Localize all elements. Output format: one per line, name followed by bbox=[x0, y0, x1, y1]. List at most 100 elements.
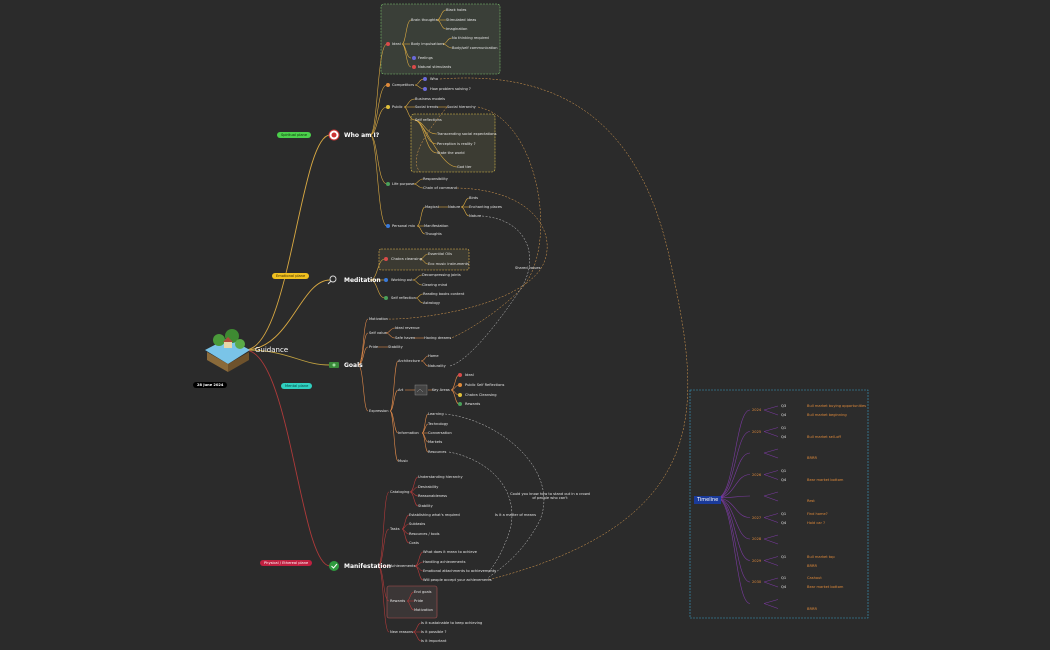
node[interactable]: Rewards bbox=[465, 402, 481, 406]
node[interactable]: Competitors bbox=[392, 83, 415, 87]
node[interactable]: Ideal bbox=[392, 42, 401, 46]
node[interactable]: Natural stimulants bbox=[418, 65, 452, 69]
timeline-event[interactable]: BRRR bbox=[807, 456, 817, 460]
timeline-quarter[interactable]: Q1 bbox=[781, 511, 787, 516]
node[interactable]: Stimulated ideas bbox=[446, 18, 477, 22]
node[interactable]: Art bbox=[398, 388, 404, 392]
node[interactable]: Learning bbox=[428, 412, 444, 416]
node[interactable]: Emotional attachments to achievements bbox=[423, 569, 497, 573]
timeline-quarter[interactable]: Q1 bbox=[781, 554, 787, 559]
node[interactable]: Ideal revenue bbox=[395, 326, 420, 330]
node[interactable]: What does it mean to achieve bbox=[423, 550, 477, 554]
node[interactable]: Resources / tools bbox=[409, 532, 440, 536]
node[interactable]: Who bbox=[430, 77, 439, 81]
timeline-event[interactable]: Bull market beginning bbox=[807, 413, 847, 417]
timeline-event[interactable]: Bear market bottom bbox=[807, 585, 844, 589]
node[interactable]: Ideal bbox=[465, 373, 474, 377]
node[interactable]: Magical bbox=[425, 205, 439, 209]
node[interactable]: Is it important bbox=[421, 639, 447, 643]
timeline-title[interactable]: Timeline bbox=[694, 496, 722, 504]
timeline-quarter[interactable]: Q4 bbox=[781, 413, 787, 417]
timeline-year[interactable]: 2025 bbox=[752, 429, 762, 434]
node[interactable]: Technology bbox=[428, 422, 449, 426]
timeline-quarter[interactable]: Q1 bbox=[781, 576, 787, 580]
node[interactable]: Self reflection bbox=[391, 296, 416, 300]
node[interactable]: Home bbox=[428, 354, 439, 358]
timeline-event[interactable]: Find home? bbox=[807, 511, 828, 516]
node[interactable]: Will people accept your achievements bbox=[423, 578, 492, 582]
node[interactable]: Chain of command bbox=[423, 186, 457, 190]
node[interactable]: New reasons bbox=[390, 630, 414, 634]
timeline-year[interactable]: 2027 bbox=[752, 515, 762, 520]
timeline-quarter[interactable]: Q4 bbox=[781, 434, 787, 439]
timeline-event[interactable]: Hold car ? bbox=[807, 520, 826, 525]
node[interactable]: Decompressing joints bbox=[422, 273, 461, 277]
node[interactable]: Nature bbox=[469, 214, 482, 218]
node[interactable]: Nature bbox=[448, 205, 461, 209]
timeline-event[interactable]: Bear market bottom bbox=[807, 477, 844, 482]
node[interactable]: Public Self Reflections bbox=[465, 383, 505, 387]
timeline-quarter[interactable]: Q4 bbox=[781, 520, 787, 525]
timeline-quarter[interactable]: Q1 bbox=[781, 468, 787, 473]
node[interactable]: Conversation bbox=[428, 431, 452, 435]
branch-who-am-i[interactable]: Who am I? bbox=[344, 132, 380, 139]
timeline-year[interactable]: 2026 bbox=[752, 472, 762, 477]
node[interactable]: Stability bbox=[418, 504, 433, 508]
node[interactable]: Motivation bbox=[369, 317, 388, 321]
node[interactable]: Thoughts bbox=[425, 232, 442, 236]
node[interactable]: Key Areas bbox=[432, 388, 450, 392]
node[interactable]: Body impulsations bbox=[411, 42, 445, 46]
node[interactable]: Eco music instruments bbox=[428, 262, 469, 266]
node[interactable]: Motivation bbox=[414, 608, 433, 612]
node[interactable]: Stability bbox=[388, 345, 403, 349]
node[interactable]: Naturality bbox=[428, 364, 446, 368]
node[interactable]: Birds bbox=[469, 196, 479, 200]
node[interactable]: Manifestation bbox=[424, 224, 449, 228]
node[interactable]: Imagination bbox=[446, 27, 468, 31]
timeline-event[interactable]: BRRR bbox=[807, 563, 817, 568]
node[interactable]: God tier bbox=[457, 165, 472, 169]
node[interactable]: Life purpose bbox=[392, 182, 415, 186]
node[interactable]: Desirability bbox=[418, 485, 439, 489]
timeline-quarter[interactable]: Q3 bbox=[781, 404, 787, 408]
node[interactable]: Understanding hierarchy bbox=[418, 475, 463, 479]
timeline-event[interactable]: Rest bbox=[807, 499, 815, 503]
node[interactable]: Tasks bbox=[390, 527, 400, 531]
node[interactable]: Transcending social expectations bbox=[437, 132, 497, 136]
node[interactable]: Music bbox=[398, 459, 409, 463]
node[interactable]: Chakra Cleansing bbox=[465, 393, 497, 397]
node[interactable]: Achievements bbox=[390, 564, 416, 568]
node[interactable]: Handling achievements bbox=[423, 560, 466, 564]
node[interactable]: Establishing what's required bbox=[409, 513, 460, 517]
node[interactable]: Rewards bbox=[390, 599, 406, 603]
node[interactable]: Reading books content bbox=[423, 292, 465, 296]
node[interactable]: Clearing mind bbox=[422, 283, 448, 287]
node[interactable]: Cataloging bbox=[390, 490, 410, 494]
node[interactable]: Public bbox=[392, 105, 403, 109]
timeline-event[interactable]: Bull market top bbox=[807, 554, 835, 559]
node[interactable]: No thinking required bbox=[452, 36, 489, 40]
node[interactable]: Costs bbox=[409, 541, 419, 545]
node[interactable]: Body/self communication bbox=[452, 46, 498, 50]
branch-goals[interactable]: Goals bbox=[344, 362, 363, 369]
timeline-quarter[interactable]: Q1 bbox=[781, 425, 787, 430]
node[interactable]: Working out bbox=[391, 278, 413, 282]
node[interactable]: Responsibility bbox=[423, 177, 448, 181]
timeline-year[interactable]: 2028 bbox=[752, 537, 762, 541]
node[interactable]: End goals bbox=[414, 590, 432, 594]
timeline-year[interactable]: 2024 bbox=[752, 408, 762, 412]
branch-meditation[interactable]: Meditation bbox=[344, 277, 381, 284]
node[interactable]: Social hierarchy bbox=[447, 105, 476, 109]
node[interactable]: Expression bbox=[369, 409, 389, 413]
node[interactable]: How problem solving ? bbox=[430, 87, 471, 91]
node[interactable]: Reasonableness bbox=[418, 494, 448, 498]
node[interactable]: Subtasks bbox=[409, 522, 426, 526]
timeline-year[interactable]: 2029 bbox=[752, 558, 762, 563]
node[interactable]: Enchanting places bbox=[469, 205, 502, 209]
node[interactable]: Pride bbox=[369, 345, 379, 349]
timeline-event[interactable]: Bull market sell-off bbox=[807, 434, 841, 439]
node[interactable]: Resources bbox=[428, 450, 447, 454]
timeline-quarter[interactable]: Q4 bbox=[781, 585, 787, 589]
node[interactable]: Is it possible ? bbox=[421, 630, 447, 634]
node[interactable]: Feelings bbox=[418, 56, 433, 60]
